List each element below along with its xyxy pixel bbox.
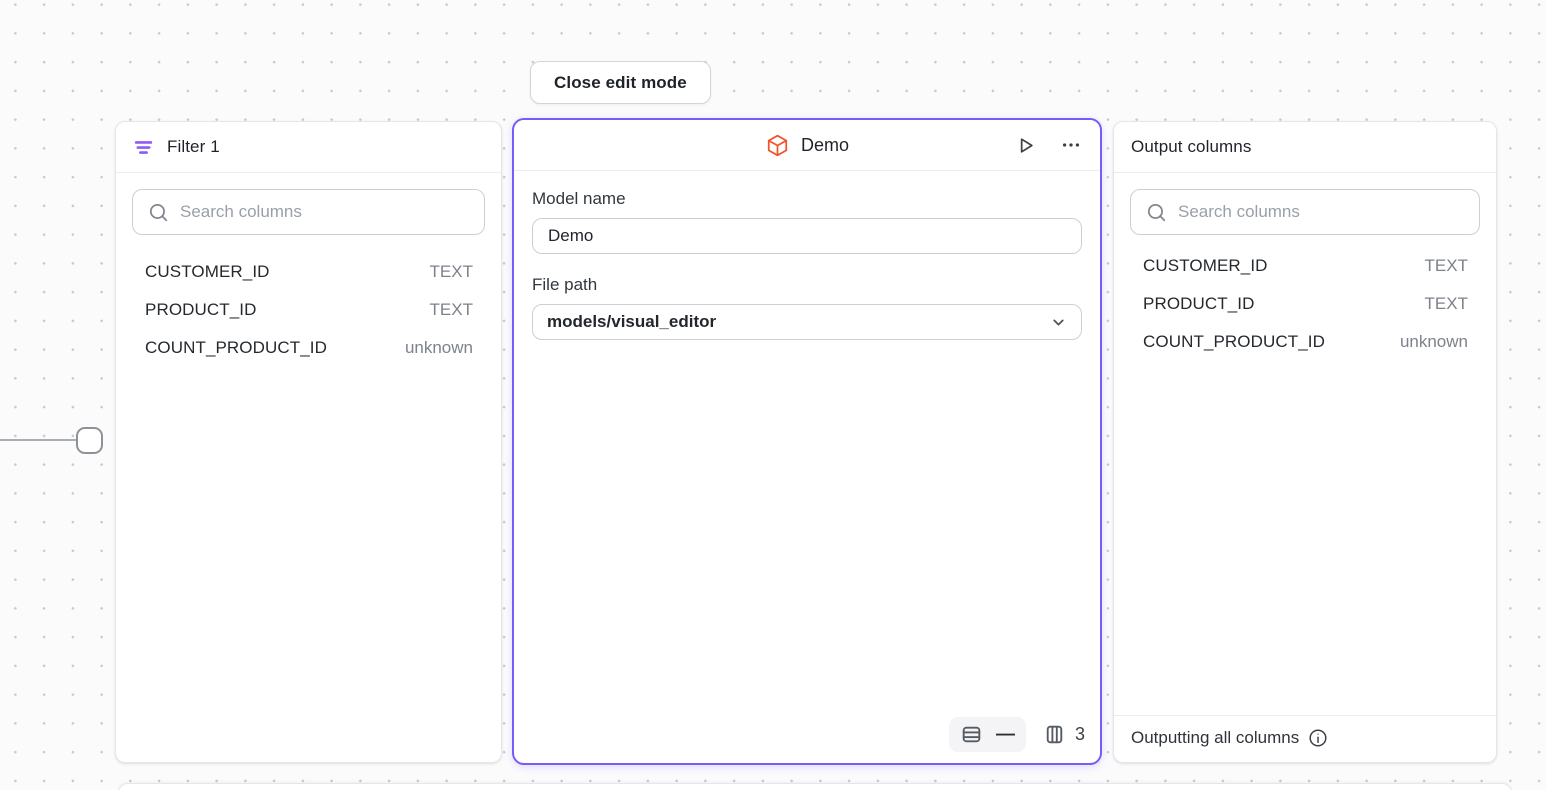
rows-icon xyxy=(960,723,983,746)
filter-column-list: CUSTOMER_ID TEXT PRODUCT_ID TEXT COUNT_P… xyxy=(116,247,501,373)
connector-handle[interactable] xyxy=(76,427,103,454)
filter-search-box xyxy=(132,189,485,235)
output-panel-title: Output columns xyxy=(1131,137,1252,156)
ellipsis-icon xyxy=(1060,134,1082,156)
output-search-box xyxy=(1130,189,1480,235)
file-path-value: models/visual_editor xyxy=(547,312,717,331)
bottom-node-panel[interactable] xyxy=(118,783,1512,790)
output-panel-header: Output columns xyxy=(1114,122,1496,173)
column-name: CUSTOMER_ID xyxy=(1143,256,1268,275)
column-type: unknown xyxy=(1399,332,1468,351)
columns-icon xyxy=(1043,723,1066,746)
run-model-button[interactable] xyxy=(1010,130,1040,160)
row-count-toggle[interactable]: — xyxy=(948,717,1026,752)
filter-panel-title: Filter 1 xyxy=(167,137,220,156)
column-type: TEXT xyxy=(1424,294,1468,313)
column-type: TEXT xyxy=(1424,256,1468,275)
column-row[interactable]: CUSTOMER_ID TEXT xyxy=(1114,247,1496,285)
file-path-label: File path xyxy=(532,275,598,294)
column-name: CUSTOMER_ID xyxy=(145,262,270,281)
model-panel-title: Demo xyxy=(800,134,849,155)
column-count-value: 3 xyxy=(1074,724,1085,744)
output-search-input[interactable] xyxy=(1178,202,1464,222)
play-icon xyxy=(1014,134,1037,157)
search-icon xyxy=(1146,202,1167,223)
model-panel-header: Demo xyxy=(514,120,1100,171)
chevron-down-icon xyxy=(1050,314,1067,331)
output-footer-text: Outputting all columns xyxy=(1131,728,1300,747)
model-name-input[interactable] xyxy=(532,218,1082,254)
close-edit-mode-button[interactable]: Close edit mode xyxy=(530,61,711,104)
column-name: PRODUCT_ID xyxy=(1143,294,1255,313)
connector-edge xyxy=(0,439,77,441)
filter-search-input[interactable] xyxy=(180,202,469,222)
filter-panel-header: Filter 1 xyxy=(116,122,501,173)
column-row[interactable]: COUNT_PRODUCT_ID unknown xyxy=(1114,323,1496,361)
info-icon[interactable] xyxy=(1308,728,1328,748)
filter-node-panel[interactable]: Filter 1 CUSTOMER_ID TEXT PRODUCT_ID TEX… xyxy=(115,121,502,763)
file-path-select[interactable]: models/visual_editor xyxy=(532,304,1082,340)
cube-icon xyxy=(765,133,790,158)
row-count-value: — xyxy=(995,724,1015,745)
output-columns-panel[interactable]: Output columns CUSTOMER_ID TEXT PRODUCT_… xyxy=(1113,121,1497,763)
column-name: PRODUCT_ID xyxy=(145,300,257,319)
model-node-panel[interactable]: Demo Model name File path xyxy=(512,118,1102,765)
filter-icon xyxy=(133,137,154,158)
column-name: COUNT_PRODUCT_ID xyxy=(145,338,328,357)
column-row[interactable]: CUSTOMER_ID TEXT xyxy=(116,253,501,291)
output-column-list: CUSTOMER_ID TEXT PRODUCT_ID TEXT COUNT_P… xyxy=(1114,247,1496,367)
column-name: COUNT_PRODUCT_ID xyxy=(1143,332,1326,351)
column-type: unknown xyxy=(404,338,473,357)
column-row[interactable]: PRODUCT_ID TEXT xyxy=(1114,285,1496,323)
more-options-button[interactable] xyxy=(1056,130,1086,160)
model-name-label: Model name xyxy=(532,189,626,208)
search-icon xyxy=(148,202,169,223)
column-row[interactable]: PRODUCT_ID TEXT xyxy=(116,291,501,329)
column-type: TEXT xyxy=(429,262,473,281)
column-row[interactable]: COUNT_PRODUCT_ID unknown xyxy=(116,329,501,367)
column-count-stat: 3 xyxy=(1043,723,1085,746)
output-footer: Outputting all columns xyxy=(1114,715,1496,762)
column-type: TEXT xyxy=(429,300,473,319)
